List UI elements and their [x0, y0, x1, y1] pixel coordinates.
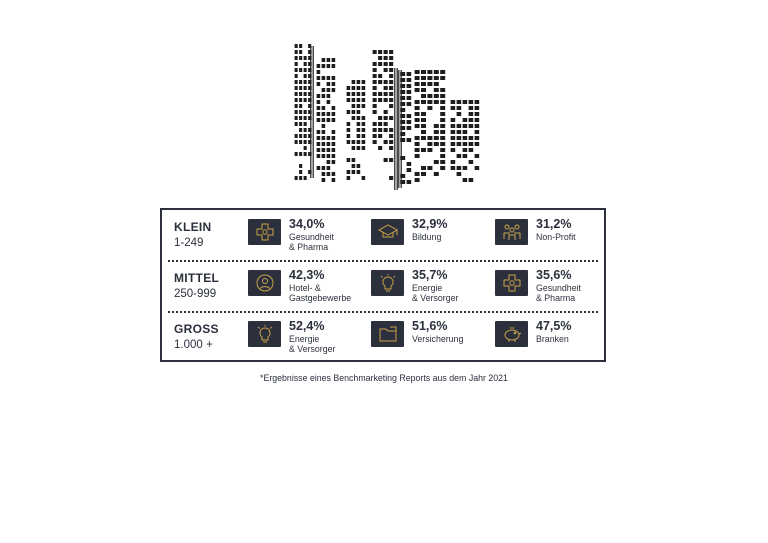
folder-icon [371, 321, 404, 347]
stat-label: Gesundheit & Pharma [289, 232, 334, 252]
size-name: MITTEL [174, 271, 220, 285]
stat-label: Non-Profit [536, 232, 576, 242]
stat-label: Bildung [412, 232, 442, 242]
medical-cross-icon [248, 219, 281, 245]
stat-label: Hotel- & Gastgebewerbe [289, 283, 352, 303]
size-range: 1.000 + [174, 339, 213, 351]
person-circle-icon [248, 270, 281, 296]
company-size-row-gross: GROSS 1.000 + 52,4% Energie & Versorger … [162, 312, 604, 362]
people-group-icon [495, 219, 528, 245]
size-label: GROSS 1.000 + [174, 322, 219, 353]
stat-label: Gesundheit & Pharma [536, 283, 581, 303]
light-bulb-icon [248, 321, 281, 347]
stat-value: 52,4% [289, 319, 325, 333]
stat-value: 51,6% [412, 319, 448, 333]
size-name: KLEIN [174, 220, 212, 234]
stat-value: 34,0% [289, 217, 325, 231]
medical-cross-icon [495, 270, 528, 296]
light-bulb-icon [371, 270, 404, 296]
size-label: KLEIN 1-249 [174, 220, 212, 251]
stat-value: 42,3% [289, 268, 325, 282]
piggy-bank-icon [495, 321, 528, 347]
company-size-row-klein: KLEIN 1-249 34,0% Gesundheit & Pharma 32… [162, 210, 604, 260]
company-size-row-mittel: MITTEL 250-999 42,3% Hotel- & Gastgebewe… [162, 261, 604, 311]
size-name: GROSS [174, 322, 219, 336]
stat-value: 35,6% [536, 268, 572, 282]
stat-label: Energie & Versorger [412, 283, 459, 303]
stat-value: 47,5% [536, 319, 572, 333]
size-range: 1-249 [174, 237, 204, 249]
school-icon [371, 219, 404, 245]
statistics-panel: KLEIN 1-249 34,0% Gesundheit & Pharma 32… [160, 208, 606, 362]
size-label: MITTEL 250-999 [174, 271, 219, 302]
row-divider [168, 260, 598, 262]
footnote: *Ergebnisse eines Benchmarketing Reports… [260, 373, 508, 383]
stat-value: 35,7% [412, 268, 448, 282]
city-skyline-icon [294, 44, 480, 190]
stat-label: Versicherung [412, 334, 464, 344]
stat-label: Energie & Versorger [289, 334, 336, 354]
stat-label: Branken [536, 334, 569, 344]
row-divider [168, 311, 598, 313]
size-range: 250-999 [174, 288, 217, 300]
stat-value: 31,2% [536, 217, 572, 231]
stat-value: 32,9% [412, 217, 448, 231]
